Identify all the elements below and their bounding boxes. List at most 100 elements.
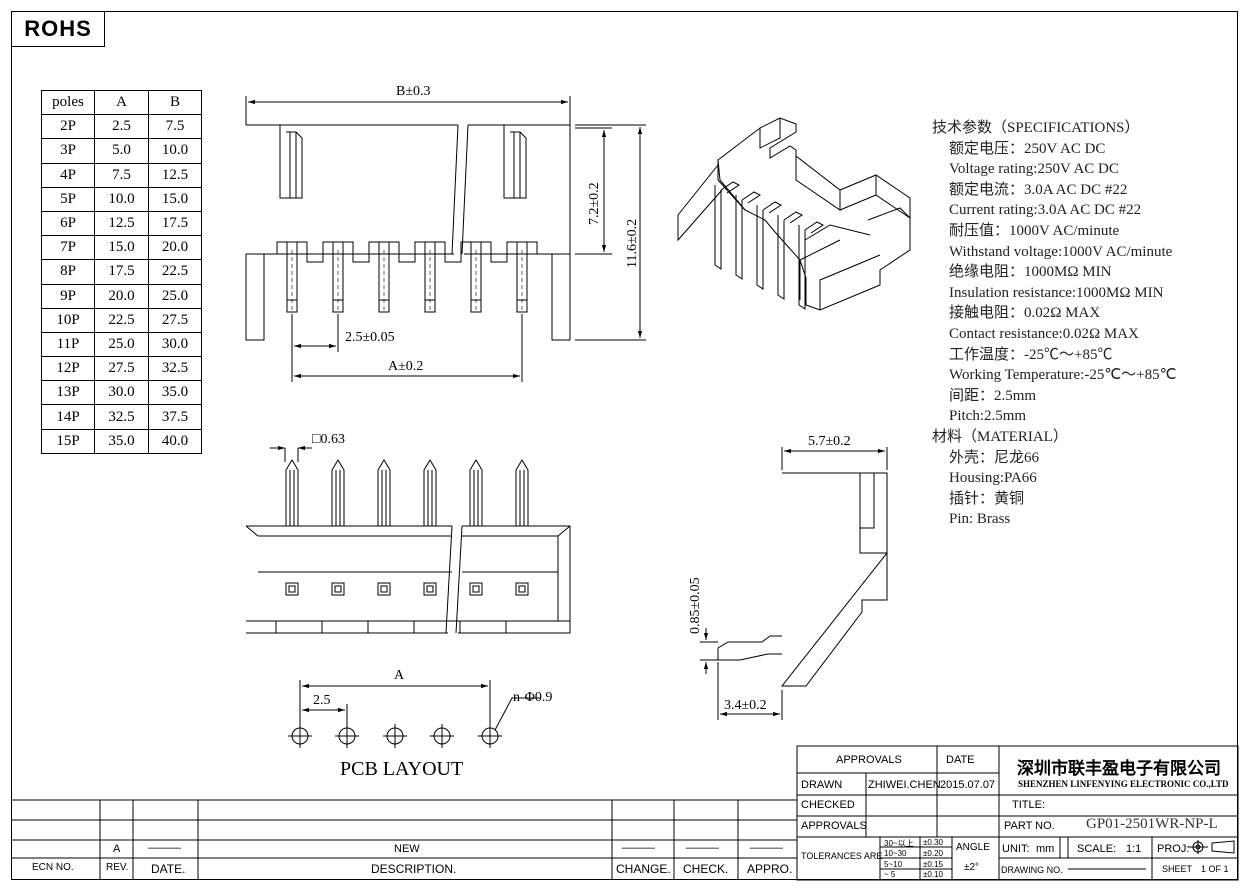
iso-pin-bend <box>783 211 803 224</box>
iso-pin <box>756 205 764 290</box>
table-cell: 32.5 <box>94 404 149 430</box>
dim-lead-thickness: 0.85±0.05 <box>688 577 703 634</box>
spec-line: Insulation resistance:1000MΩ MIN <box>949 284 1164 301</box>
rev-check-value: ——— <box>686 842 719 854</box>
top-view <box>245 445 571 634</box>
table-cell: 15P <box>41 428 95 454</box>
table-cell: 12.5 <box>148 162 202 188</box>
pin-socket <box>285 582 299 596</box>
pin <box>469 459 483 526</box>
table-cell: 27.5 <box>94 356 149 382</box>
spec-line: 耐压值：1000V AC/minute <box>949 222 1120 239</box>
table-cell: 15.0 <box>94 235 149 261</box>
iso-pin-bend <box>720 181 740 194</box>
spec-line: 绝缘电阻：1000MΩ MIN <box>949 264 1112 281</box>
dim-pitch: 2.5±0.05 <box>345 330 395 345</box>
table-cell: 7.5 <box>94 162 149 188</box>
spec-line: 接触电阻：0.02Ω MAX <box>949 305 1101 322</box>
table-cell: 20.0 <box>148 235 202 261</box>
rev-change-value: ——— <box>622 842 655 854</box>
tolerance-range: 5~10 <box>884 859 903 869</box>
rev-appro-value: ——— <box>750 842 783 854</box>
latch-slot <box>503 125 527 199</box>
spec-line: Contact resistance:0.02Ω MAX <box>949 325 1139 342</box>
table-cell: 2.5 <box>94 114 149 140</box>
table-cell: 8P <box>41 259 95 285</box>
dim-lead-length: 3.4±0.2 <box>724 698 767 713</box>
table-cell: 10.0 <box>148 138 202 164</box>
iso-pin-bend <box>762 201 782 214</box>
scale-label: SCALE: <box>1077 843 1117 855</box>
column-header: poles <box>41 89 95 116</box>
table-cell: 32.5 <box>148 356 202 382</box>
title-label: TITLE: <box>1012 799 1046 811</box>
pin <box>515 459 529 526</box>
dim-a: A±0.2 <box>388 359 424 374</box>
spec-heading: 技术参数（SPECIFICATIONS） <box>932 120 1140 136</box>
table-cell: 12P <box>41 356 95 382</box>
angle-label: ANGLE <box>956 842 990 853</box>
part-no-label: PART NO. <box>1004 820 1055 832</box>
pin-socket <box>515 582 529 596</box>
unit-label: UNIT: <box>1002 843 1030 855</box>
pin <box>331 459 345 526</box>
pin-socket <box>469 582 483 596</box>
revision-header: REV. <box>106 862 129 873</box>
dim-hole-diameter: n-Φ0.9 <box>513 690 553 705</box>
pin <box>378 242 390 313</box>
table-cell: 12.5 <box>94 210 149 237</box>
material-line: Housing:PA66 <box>949 470 1037 487</box>
latch-slot-inner <box>513 132 521 198</box>
table-cell: 10P <box>41 307 95 333</box>
pin <box>424 242 436 313</box>
rev-date-value: ——— <box>148 842 181 854</box>
date-header: DATE <box>946 754 975 766</box>
rev-description-value: NEW <box>394 843 420 855</box>
table-cell: 25.0 <box>148 283 202 309</box>
pin-socket-inner <box>426 585 434 593</box>
table-cell: 35.0 <box>94 428 149 454</box>
spec-line: 间距：2.5mm <box>949 387 1037 404</box>
latch-slot <box>279 125 303 199</box>
tolerance-range: 30~以上 <box>884 839 914 848</box>
spec-line: Pitch:2.5mm <box>949 408 1027 425</box>
rohs-badge: ROHS <box>11 11 105 47</box>
pin-socket-inner <box>518 585 526 593</box>
pin <box>423 459 437 526</box>
dim-side-width: 5.7±0.2 <box>808 434 851 449</box>
table-cell: 3P <box>41 138 95 164</box>
company-name-cn: 深圳市联丰盈电子有限公司 <box>1017 759 1221 778</box>
hood-gap <box>352 254 370 263</box>
company-name-en: SHENZHEN LINFENYING ELECTRONIC CO.,LTD <box>1018 779 1229 789</box>
pin <box>470 242 482 313</box>
pin <box>516 242 528 313</box>
scale-value: 1:1 <box>1126 843 1142 855</box>
pin <box>286 242 298 313</box>
table-cell: 5P <box>41 186 95 212</box>
table-cell: 6P <box>41 210 95 237</box>
tolerance-value: ±0.10 <box>923 870 943 880</box>
pin-socket <box>423 582 437 596</box>
title-block <box>796 745 1239 881</box>
rev-value: A <box>113 843 121 855</box>
part-number: GP01-2501WR-NP-L <box>1086 816 1218 832</box>
table-cell: 17.5 <box>148 210 202 237</box>
table-cell: 14P <box>41 404 95 430</box>
drawn-date: 2015.07.07 <box>940 779 996 791</box>
pin-socket-inner <box>334 585 342 593</box>
table-cell: 4P <box>41 162 95 188</box>
pin-hood <box>460 241 492 254</box>
pin-socket-inner <box>472 585 480 593</box>
proj-label: PROJ: <box>1157 843 1190 855</box>
spec-line: 工作温度：-25℃～+85℃ <box>949 346 1113 363</box>
tolerance-value: ±0.30 <box>923 838 943 847</box>
hood-gap <box>398 254 416 263</box>
latch-slot-inner <box>289 132 297 198</box>
pin-socket <box>331 582 345 596</box>
pin-hood <box>368 241 400 254</box>
hood-gap <box>490 254 508 263</box>
